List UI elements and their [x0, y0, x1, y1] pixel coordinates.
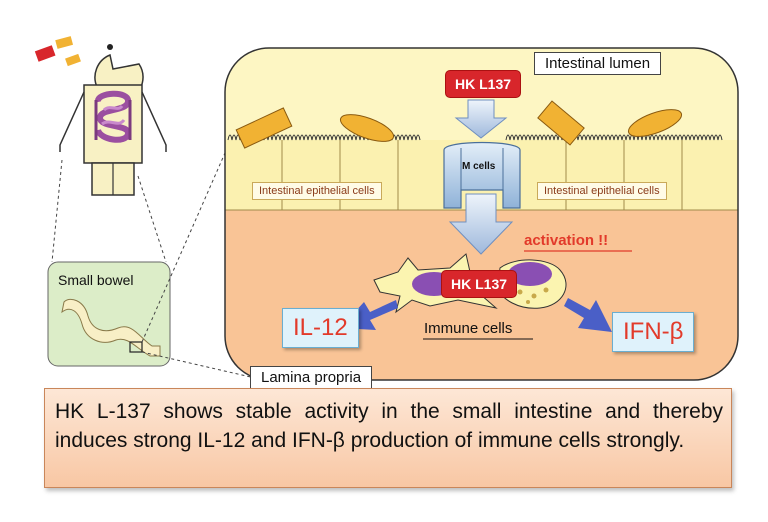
label-epithelial-right: Intestinal epithelial cells [537, 182, 667, 200]
label-m-cells: M cells [462, 161, 496, 172]
label-hk-l137-top: HK L137 [445, 70, 522, 98]
food-pellet-icon [34, 36, 81, 67]
down-arrow-icon [454, 99, 508, 139]
down-arrow-icon [448, 193, 514, 255]
label-hk-l137-center: HK L137 [441, 270, 518, 298]
label-epithelial-left: Intestinal epithelial cells [252, 182, 382, 200]
bacteria-group [235, 100, 683, 149]
label-small-bowel: Small bowel [58, 272, 134, 288]
person-pacman-icon [59, 44, 167, 196]
label-ifnb: IFN-β [612, 312, 695, 352]
zoom-region-box [129, 341, 143, 353]
label-activation: activation !! [524, 232, 609, 249]
m-cells-icon [443, 141, 521, 209]
label-immune-cells: Immune cells [424, 320, 513, 337]
summary-box: HK L-137 shows stable activity in the sm… [44, 388, 732, 488]
arrow-to-ifnb [564, 298, 612, 332]
summary-text: HK L-137 shows stable activity in the sm… [55, 400, 723, 452]
label-il12: IL-12 [282, 308, 359, 348]
label-intestinal-lumen: Intestinal lumen [534, 52, 662, 75]
intestine-icon [94, 90, 132, 143]
label-lamina-propria: Lamina propria [250, 366, 373, 389]
